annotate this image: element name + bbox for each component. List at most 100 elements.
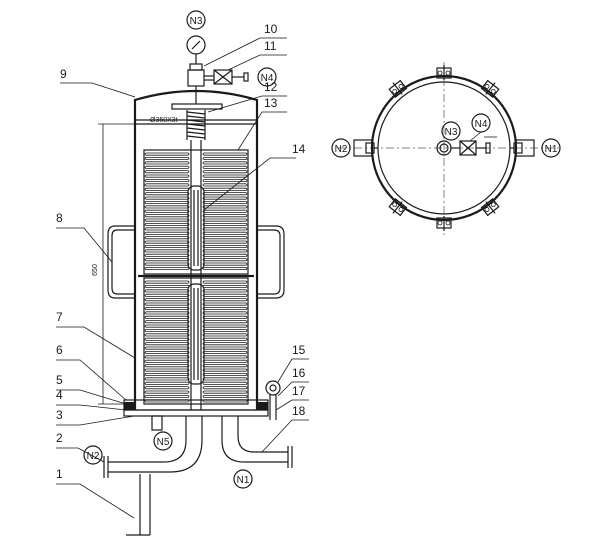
- part-label: 9: [60, 67, 67, 81]
- filter-fin: [144, 285, 190, 288]
- filter-fin: [202, 395, 248, 398]
- filter-fin: [202, 355, 248, 359]
- part-label: 3: [56, 408, 63, 422]
- filter-fin: [202, 342, 248, 346]
- filter-fin: [202, 249, 248, 253]
- filter-fin: [202, 359, 248, 363]
- filter-element-upper: [143, 149, 249, 275]
- filter-fin: [144, 192, 190, 196]
- filter-fin: [202, 329, 248, 332]
- filter-fin: [144, 214, 190, 218]
- nozzle-n3-label: N3: [190, 16, 203, 27]
- clamp-bolt: [436, 216, 452, 231]
- filter-fin: [144, 390, 190, 394]
- filter-fin: [144, 174, 190, 178]
- filter-fin: [202, 307, 248, 310]
- filter-fin: [144, 165, 190, 169]
- handle-right: [257, 225, 285, 299]
- filter-fin: [202, 293, 248, 297]
- filter-fin: [144, 236, 190, 240]
- filter-fin: [144, 359, 190, 363]
- nozzle-n4-bubble: [257, 67, 277, 87]
- filter-fin: [144, 293, 190, 297]
- nozzle-n5-label: N5: [157, 437, 170, 448]
- filter-fin: [144, 377, 190, 381]
- eye-bolt: [265, 380, 281, 420]
- filter-fin: [144, 315, 190, 319]
- spring-assembly: [171, 86, 223, 140]
- part-label: 4: [56, 388, 63, 402]
- top-vent-valve: [451, 140, 491, 156]
- seal-left: [124, 402, 134, 410]
- part-label: 1: [56, 467, 63, 481]
- filter-fin: [144, 311, 190, 315]
- filter-fin: [202, 280, 248, 284]
- filter-fin: [144, 170, 190, 174]
- top-n4-label: N4: [475, 119, 488, 130]
- filter-fin: [202, 386, 248, 390]
- filter-fin: [202, 196, 248, 200]
- filter-fin: [144, 364, 190, 368]
- filter-fin: [202, 209, 248, 213]
- filter-fin: [202, 179, 248, 182]
- filter-fin: [202, 302, 248, 306]
- handle-left: [107, 225, 135, 299]
- filter-fin: [202, 390, 248, 394]
- clamp-bolt: [480, 79, 500, 98]
- filter-fin: [144, 152, 190, 156]
- top-nozzle-left: [353, 139, 378, 157]
- filter-fin: [144, 333, 190, 337]
- filter-fin: [202, 364, 248, 368]
- filter-fin: [144, 307, 190, 310]
- filter-fin: [144, 157, 190, 160]
- filter-fin: [202, 377, 248, 381]
- drain-stub: [151, 415, 163, 431]
- filter-fin: [202, 187, 248, 191]
- filter-fin: [144, 253, 190, 257]
- filter-fin: [202, 152, 248, 156]
- filter-fin: [202, 351, 248, 354]
- top-nozzle-right: [510, 139, 535, 157]
- part-label: 17: [292, 384, 306, 398]
- filter-fin: [144, 179, 190, 182]
- filter-fin: [144, 161, 190, 165]
- part-label: 7: [56, 310, 63, 324]
- filter-fin: [202, 298, 248, 302]
- part-label: 8: [56, 211, 63, 225]
- filter-fin: [202, 262, 248, 266]
- filter-fin: [144, 302, 190, 306]
- filter-fin: [144, 386, 190, 390]
- top-nozzle: [187, 69, 205, 87]
- filter-element-lower: [143, 277, 249, 405]
- filter-fin: [202, 227, 248, 231]
- filter-fin: [202, 258, 248, 262]
- filter-fin: [202, 174, 248, 178]
- filter-fin: [144, 231, 190, 235]
- filter-fin: [202, 289, 248, 293]
- part-label: 18: [292, 404, 306, 418]
- part-label: 15: [292, 343, 306, 357]
- filter-fin: [202, 240, 248, 244]
- nozzle-n2-bubble: [83, 445, 103, 465]
- filter-fin: [144, 280, 190, 284]
- filter-fin: [202, 320, 248, 324]
- filter-fin: [202, 315, 248, 319]
- filter-fin: [202, 368, 248, 372]
- clamp-bolt: [480, 198, 500, 217]
- pressure-gauge: [186, 35, 206, 71]
- height-dimension: 650: [92, 264, 99, 276]
- filter-fin: [202, 183, 248, 187]
- seal-right: [258, 402, 268, 410]
- part-label: 11: [264, 39, 277, 53]
- flange-clamps: [388, 65, 500, 231]
- part-label: 10: [264, 22, 278, 36]
- filter-fin: [202, 267, 248, 270]
- filter-fin: [144, 196, 190, 200]
- filter-fin: [144, 267, 190, 270]
- filter-fin: [202, 201, 248, 204]
- filter-fin: [144, 209, 190, 213]
- filter-fin: [144, 355, 190, 359]
- filter-fin: [144, 262, 190, 266]
- filter-fin: [202, 205, 248, 209]
